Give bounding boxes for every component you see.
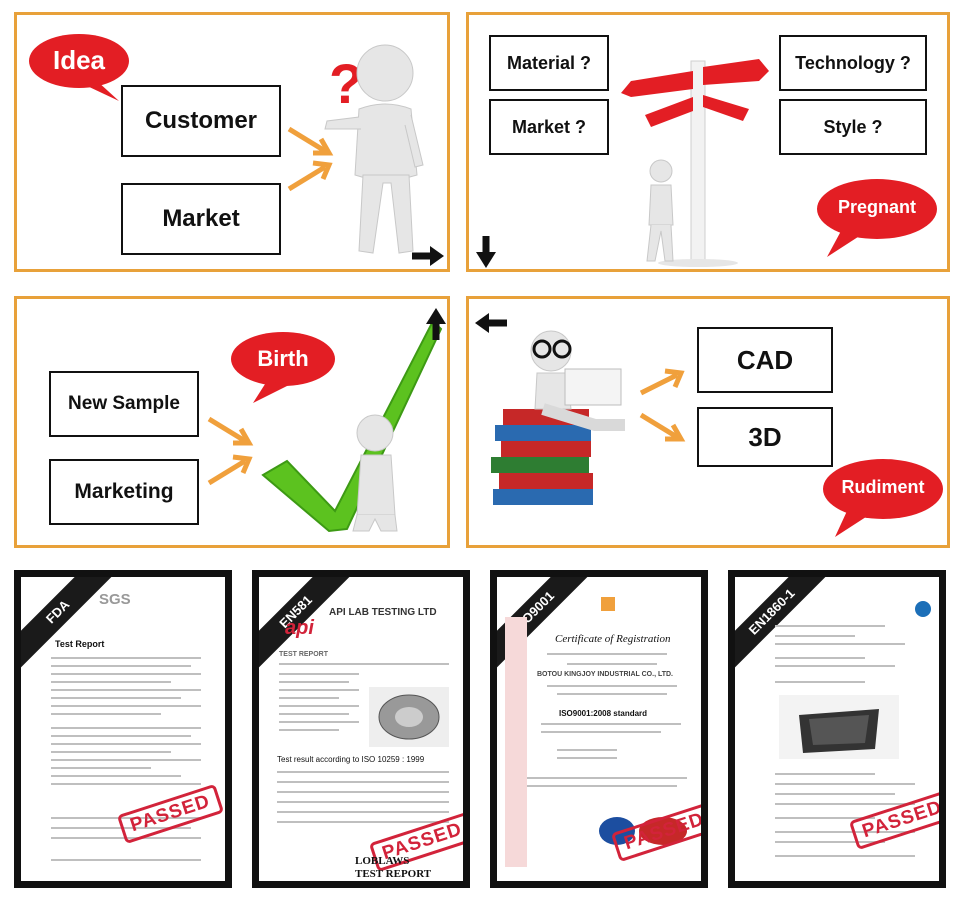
api-lab-title: API LAB TESTING LTD bbox=[329, 607, 437, 618]
up-arrow-icon bbox=[426, 308, 446, 340]
left-arrow-icon bbox=[475, 313, 507, 333]
market-label: Market bbox=[121, 183, 281, 255]
panel-pregnant: Material ? Technology ? Market ? Style ?… bbox=[466, 12, 950, 272]
sgs-report-title: Test Report bbox=[55, 639, 105, 649]
customer-label: Customer bbox=[121, 85, 281, 157]
rudiment-bubble-text: Rudiment bbox=[841, 477, 925, 497]
test-report-subtitle: TEST REPORT bbox=[279, 651, 329, 658]
new-sample-label: New Sample bbox=[49, 371, 199, 437]
cad-label: CAD bbox=[697, 327, 833, 393]
orange-arrow-icon bbox=[639, 368, 685, 396]
panel-birth: Birth New Sample Marketing bbox=[14, 296, 450, 548]
thinking-figure-icon: ? bbox=[324, 44, 424, 254]
checkmark-icon bbox=[261, 319, 443, 533]
right-arrow-icon bbox=[412, 246, 444, 266]
en581-certificate: EN581 api API LAB TESTING LTD TEST REPOR… bbox=[252, 570, 470, 888]
passed-stamp: PASSED bbox=[610, 801, 701, 863]
birth-bubble: Birth bbox=[227, 329, 339, 405]
api-logo-text: api bbox=[285, 617, 314, 639]
loblaws-footer: LOBLAWS TEST REPORT bbox=[355, 855, 432, 880]
pregnant-bubble: Pregnant bbox=[813, 175, 941, 261]
fire-pit-photo bbox=[779, 695, 899, 759]
iso-standard: ISO9001:2008 standard bbox=[559, 709, 648, 718]
fda-certificate: FDA SGS Test Report PASSED bbox=[14, 570, 232, 888]
rudiment-bubble: Rudiment bbox=[819, 455, 947, 541]
panel-rudiment: CAD 3D Rudiment bbox=[466, 296, 950, 548]
speech-bubble-icon bbox=[29, 34, 129, 101]
marketing-label: Marketing bbox=[49, 459, 199, 525]
3d-label: 3D bbox=[697, 407, 833, 467]
table-product-photo bbox=[369, 687, 449, 747]
speech-bubble-icon bbox=[823, 459, 943, 537]
speech-bubble-icon bbox=[817, 179, 937, 257]
sgs-logo-text: SGS bbox=[99, 591, 131, 608]
company-name: BOTOU KINGJOY INDUSTRIAL CO., LTD. bbox=[537, 671, 673, 678]
tuv-logo-icon bbox=[915, 601, 931, 617]
speech-bubble-icon bbox=[231, 332, 335, 403]
kaixin-logo-icon bbox=[601, 597, 615, 611]
anab-iaf-logos-icon bbox=[599, 817, 687, 845]
orange-arrow-icon bbox=[287, 160, 333, 192]
market-question-label: Market ? bbox=[489, 99, 609, 155]
orange-arrow-icon bbox=[639, 412, 686, 442]
passed-stamp: PASSED bbox=[848, 789, 939, 851]
orange-arrow-icon bbox=[287, 126, 334, 156]
test-result-caption: Test result according to ISO 10259 : 199… bbox=[277, 755, 425, 764]
material-label: Material ? bbox=[489, 35, 609, 91]
idea-bubble-text: Idea bbox=[52, 45, 106, 75]
pregnant-bubble-text: Pregnant bbox=[837, 197, 916, 217]
registration-title: Certificate of Registration bbox=[555, 633, 671, 645]
en1860-certificate: EN1860-1 PASSED bbox=[728, 570, 946, 888]
down-arrow-icon bbox=[476, 236, 496, 268]
orange-arrow-icon bbox=[207, 416, 254, 446]
iso9001-certificate: ISO9001 Certificate of Registration BOTO… bbox=[490, 570, 708, 888]
orange-arrow-icon bbox=[207, 454, 253, 486]
panel-idea: Idea Customer Market ? bbox=[14, 12, 450, 272]
signpost-icon bbox=[621, 59, 769, 267]
idea-bubble: Idea bbox=[27, 29, 139, 105]
watermark-band bbox=[505, 617, 527, 867]
birth-bubble-text: Birth bbox=[257, 346, 309, 371]
passed-stamp: PASSED bbox=[116, 783, 224, 845]
technology-label: Technology ? bbox=[779, 35, 927, 91]
style-label: Style ? bbox=[779, 99, 927, 155]
books-reader-icon bbox=[491, 330, 625, 505]
svg-text:?: ? bbox=[329, 52, 363, 115]
